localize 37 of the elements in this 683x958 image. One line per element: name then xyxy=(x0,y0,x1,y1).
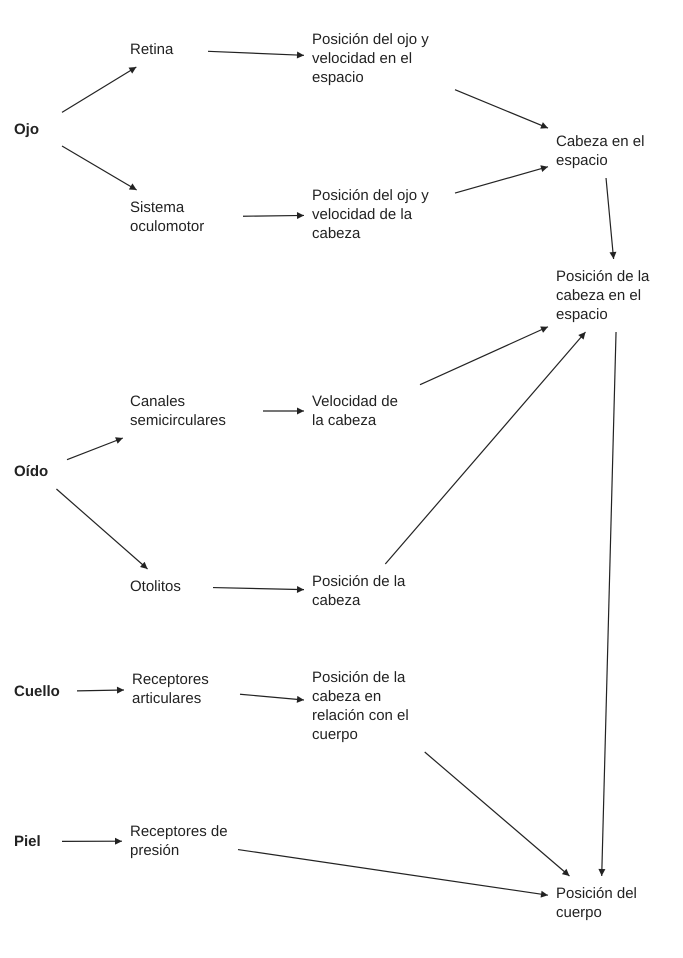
arrow xyxy=(62,145,137,191)
node-label: Retina xyxy=(130,40,174,59)
node-label: Cuello xyxy=(14,682,61,701)
arrow xyxy=(605,178,616,260)
node-label: Sistema oculomotor xyxy=(130,198,206,236)
arrow xyxy=(76,686,124,694)
arrow xyxy=(454,89,548,129)
arrow xyxy=(240,694,304,703)
arrow xyxy=(263,408,304,414)
arrow xyxy=(212,586,304,593)
node-label: Oído xyxy=(14,462,50,481)
arrow xyxy=(62,66,137,113)
node-label: Otolitos xyxy=(130,577,182,596)
node-label: Posición del ojo y velocidad de la cabeza xyxy=(312,186,430,243)
arrow xyxy=(598,332,617,876)
arrow xyxy=(454,165,548,194)
node-label: Posición del cuerpo xyxy=(556,884,638,922)
node-label: Posición de la cabeza xyxy=(312,572,406,610)
node-label: Ojo xyxy=(14,120,40,139)
arrow xyxy=(56,488,148,570)
node-label: Posición de la cabeza en el espacio xyxy=(556,267,650,324)
arrow xyxy=(243,212,304,220)
node-label: Receptores articulares xyxy=(132,670,210,708)
arrow xyxy=(62,838,122,845)
arrow xyxy=(424,752,570,876)
arrow xyxy=(384,332,586,564)
node-label: Cabeza en el espacio xyxy=(556,132,646,170)
arrow xyxy=(238,848,548,898)
arrow xyxy=(208,50,304,59)
node-label: Piel xyxy=(14,832,42,851)
node-label: Posición de la cabeza en relación con el cuerpo xyxy=(312,668,410,744)
node-label: Velocidad de la cabeza xyxy=(312,392,399,430)
arrow xyxy=(66,437,124,460)
node-label: Posición del ojo y velocidad en el espacio xyxy=(312,30,430,87)
node-label: Receptores de presión xyxy=(130,822,229,860)
node-label: Canales semicirculares xyxy=(130,392,227,430)
arrow xyxy=(420,326,548,386)
